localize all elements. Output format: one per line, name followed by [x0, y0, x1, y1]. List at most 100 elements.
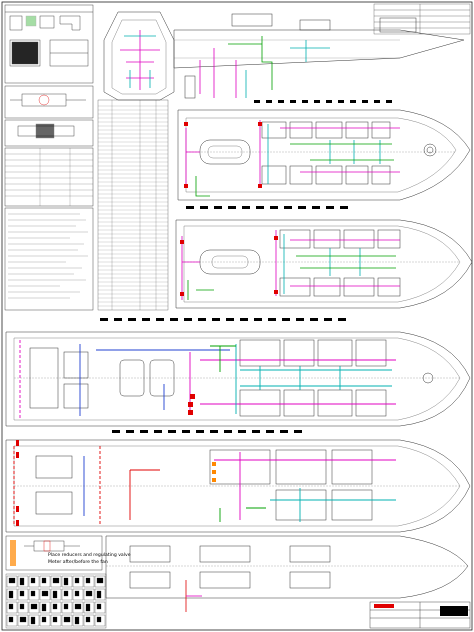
- legend-cell: [28, 588, 40, 601]
- legend-cell: [72, 601, 84, 614]
- legend-cell: [39, 601, 51, 614]
- deck-4-ducts: [19, 340, 396, 420]
- legend-symbol-icon: [41, 603, 47, 612]
- vertical-duct-markers: [16, 440, 19, 526]
- legend-cell: [39, 575, 51, 588]
- legend-symbol-icon: [63, 603, 69, 610]
- legend-cell: [61, 588, 73, 601]
- insulation-note-line-2: Meter after/before the fan: [48, 560, 108, 565]
- legend-symbol-icon: [96, 616, 102, 623]
- legend-cell: [50, 575, 62, 588]
- deck-tag-strip-4: [112, 430, 302, 433]
- legend-symbol-icon: [52, 603, 58, 610]
- legend-symbol-icon: [63, 590, 69, 597]
- legend-symbol-icon: [52, 590, 58, 599]
- legend-cell: [94, 575, 106, 588]
- legend-symbol-icon: [52, 616, 58, 623]
- deck-6-ducts: [185, 580, 202, 612]
- deck-tag-strip-3: [100, 318, 346, 321]
- legend-cell: [6, 614, 18, 627]
- detail-box-fan: [4, 85, 94, 119]
- legend-cell: [61, 614, 73, 627]
- symbol-legend: [5, 573, 107, 629]
- component-schedule: [97, 99, 169, 311]
- revision-stamp: [374, 604, 394, 608]
- vik-sandvik-logo: [440, 606, 468, 616]
- legend-cell: [17, 601, 29, 614]
- equipment-list: [4, 147, 94, 207]
- deck-plan-4: [5, 331, 471, 427]
- legend-cell: [61, 601, 73, 614]
- legend-cell: [50, 601, 62, 614]
- title-block-top: [373, 3, 471, 35]
- legend-symbol-icon: [96, 590, 102, 599]
- legend-cell: [17, 614, 29, 627]
- general-notes-box: [4, 207, 94, 311]
- detail-box-penetration: [4, 119, 94, 147]
- legend-symbol-icon: [74, 590, 80, 597]
- legend-cell: [83, 588, 95, 601]
- legend-symbol-icon: [19, 616, 27, 623]
- legend-symbol-icon: [74, 603, 82, 610]
- legend-symbol-icon: [19, 577, 25, 586]
- legend-cell: [6, 601, 18, 614]
- insulation-note-line-1: Place reducers and regulating valve: [48, 553, 131, 558]
- legend-cell: [94, 601, 106, 614]
- legend-cell: [94, 588, 106, 601]
- detail-boxes: [4, 4, 94, 311]
- legend-symbol-icon: [41, 577, 47, 584]
- legend-cell: [17, 588, 29, 601]
- deck-plan-2: [177, 109, 471, 201]
- legend-symbol-icon: [19, 590, 25, 597]
- legend-symbol-icon: [8, 603, 14, 610]
- legend-symbol-icon: [85, 603, 91, 612]
- legend-cell: [28, 601, 40, 614]
- legend-symbol-icon: [85, 590, 93, 597]
- legend-cell: [28, 614, 40, 627]
- deck-plan-bridge: [103, 11, 465, 101]
- legend-symbol-icon: [85, 577, 91, 584]
- title-block: [369, 601, 471, 629]
- legend-cell: [72, 575, 84, 588]
- legend-cell: [83, 575, 95, 588]
- legend-symbol-icon: [63, 616, 71, 623]
- deck-5-ducts: [13, 446, 396, 526]
- legend-cell: [39, 588, 51, 601]
- markers-deck-5: [212, 462, 216, 482]
- legend-cell: [72, 588, 84, 601]
- legend-symbol-icon: [96, 603, 102, 610]
- legend-cell: [72, 614, 84, 627]
- legend-symbol-icon: [52, 577, 60, 584]
- fire-dampers-deck-4: [188, 394, 195, 415]
- deck-tag-strip-2: [186, 206, 348, 209]
- deck-2-ducts: [185, 120, 400, 197]
- bridge-ducts: [120, 30, 330, 98]
- insulation-detail-box: [5, 535, 103, 571]
- legend-symbol-icon: [30, 590, 36, 597]
- legend-cell: [39, 614, 51, 627]
- legend-symbol-icon: [30, 616, 36, 625]
- legend-cell: [28, 575, 40, 588]
- legend-cell: [50, 614, 62, 627]
- legend-cell: [61, 575, 73, 588]
- deck-plan-5: [5, 439, 471, 533]
- legend-symbol-icon: [8, 577, 16, 584]
- legend-cell: [83, 601, 95, 614]
- legend-cell: [6, 588, 18, 601]
- fire-dampers-deck-2: [184, 122, 262, 188]
- deck-plan-3: [175, 219, 473, 309]
- legend-cell: [17, 575, 29, 588]
- legend-symbol-icon: [85, 616, 91, 623]
- legend-symbol-icon: [8, 616, 14, 623]
- fire-dampers-deck-3: [180, 236, 278, 296]
- legend-symbol-icon: [19, 603, 25, 610]
- deck-3-ducts: [181, 230, 400, 300]
- legend-cell: [83, 614, 95, 627]
- legend-symbol-icon: [41, 616, 47, 623]
- legend-symbol-icon: [74, 616, 80, 625]
- legend-symbol-icon: [30, 577, 36, 584]
- legend-cell: [50, 588, 62, 601]
- legend-symbol-icon: [8, 590, 14, 599]
